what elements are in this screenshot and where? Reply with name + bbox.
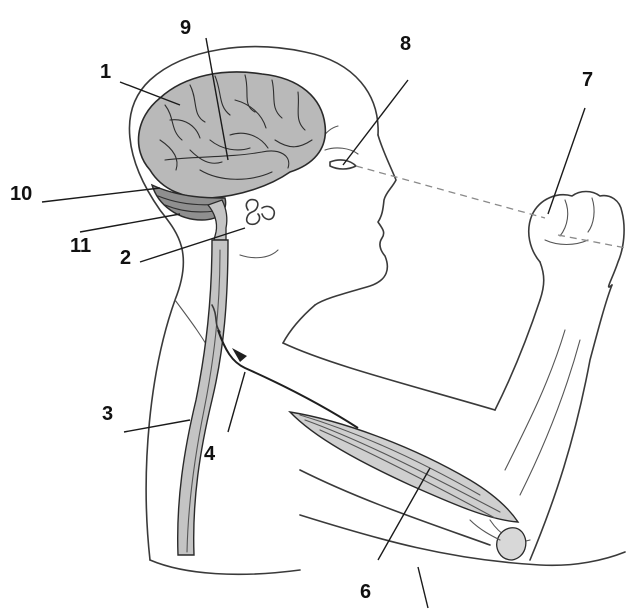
label-2: 2: [120, 247, 131, 269]
label-6: 6: [360, 581, 371, 603]
spinal-cord: [178, 240, 228, 555]
leader-3: [124, 420, 190, 432]
inner-ear: [246, 200, 274, 225]
leader-11: [80, 214, 180, 232]
biceps-muscle: [290, 412, 526, 560]
label-8: 8: [400, 33, 411, 55]
label-10: 10: [10, 183, 32, 205]
label-1: 1: [100, 61, 111, 83]
leader-2: [140, 228, 245, 262]
leader-8: [343, 80, 408, 165]
label-9: 9: [180, 17, 191, 39]
leader-10: [42, 188, 160, 202]
brain: [139, 72, 326, 198]
line-of-sight: [356, 166, 626, 248]
label-4: 4: [204, 443, 216, 465]
arm-outline: [283, 192, 625, 566]
label-3: 3: [102, 403, 113, 425]
brainstem: [208, 200, 227, 240]
leader-7: [548, 108, 585, 214]
leader-5-stub: [418, 567, 428, 608]
label-7: 7: [582, 69, 593, 91]
leader-4: [228, 372, 245, 432]
label-11: 11: [70, 235, 91, 257]
